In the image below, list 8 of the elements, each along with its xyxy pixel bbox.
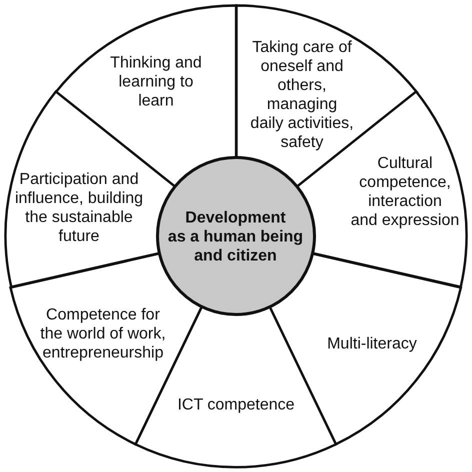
segment-label: Taking care of oneself and others, managing daily activities, safety: [250, 38, 354, 152]
segment-label: Thinking and learning to learn: [110, 54, 202, 110]
segment-label: Participation and influence, building the sustainable future: [14, 170, 144, 246]
segment-label: Competence for the world of work, entrepreneurship: [40, 305, 166, 362]
segment-label: ICT competence: [177, 395, 295, 414]
hub-label: Development as a human being and citizen: [168, 208, 304, 265]
segment-label: Cultural competence, interaction and expression: [350, 154, 460, 230]
segment-label: Multi-literacy: [327, 334, 417, 354]
